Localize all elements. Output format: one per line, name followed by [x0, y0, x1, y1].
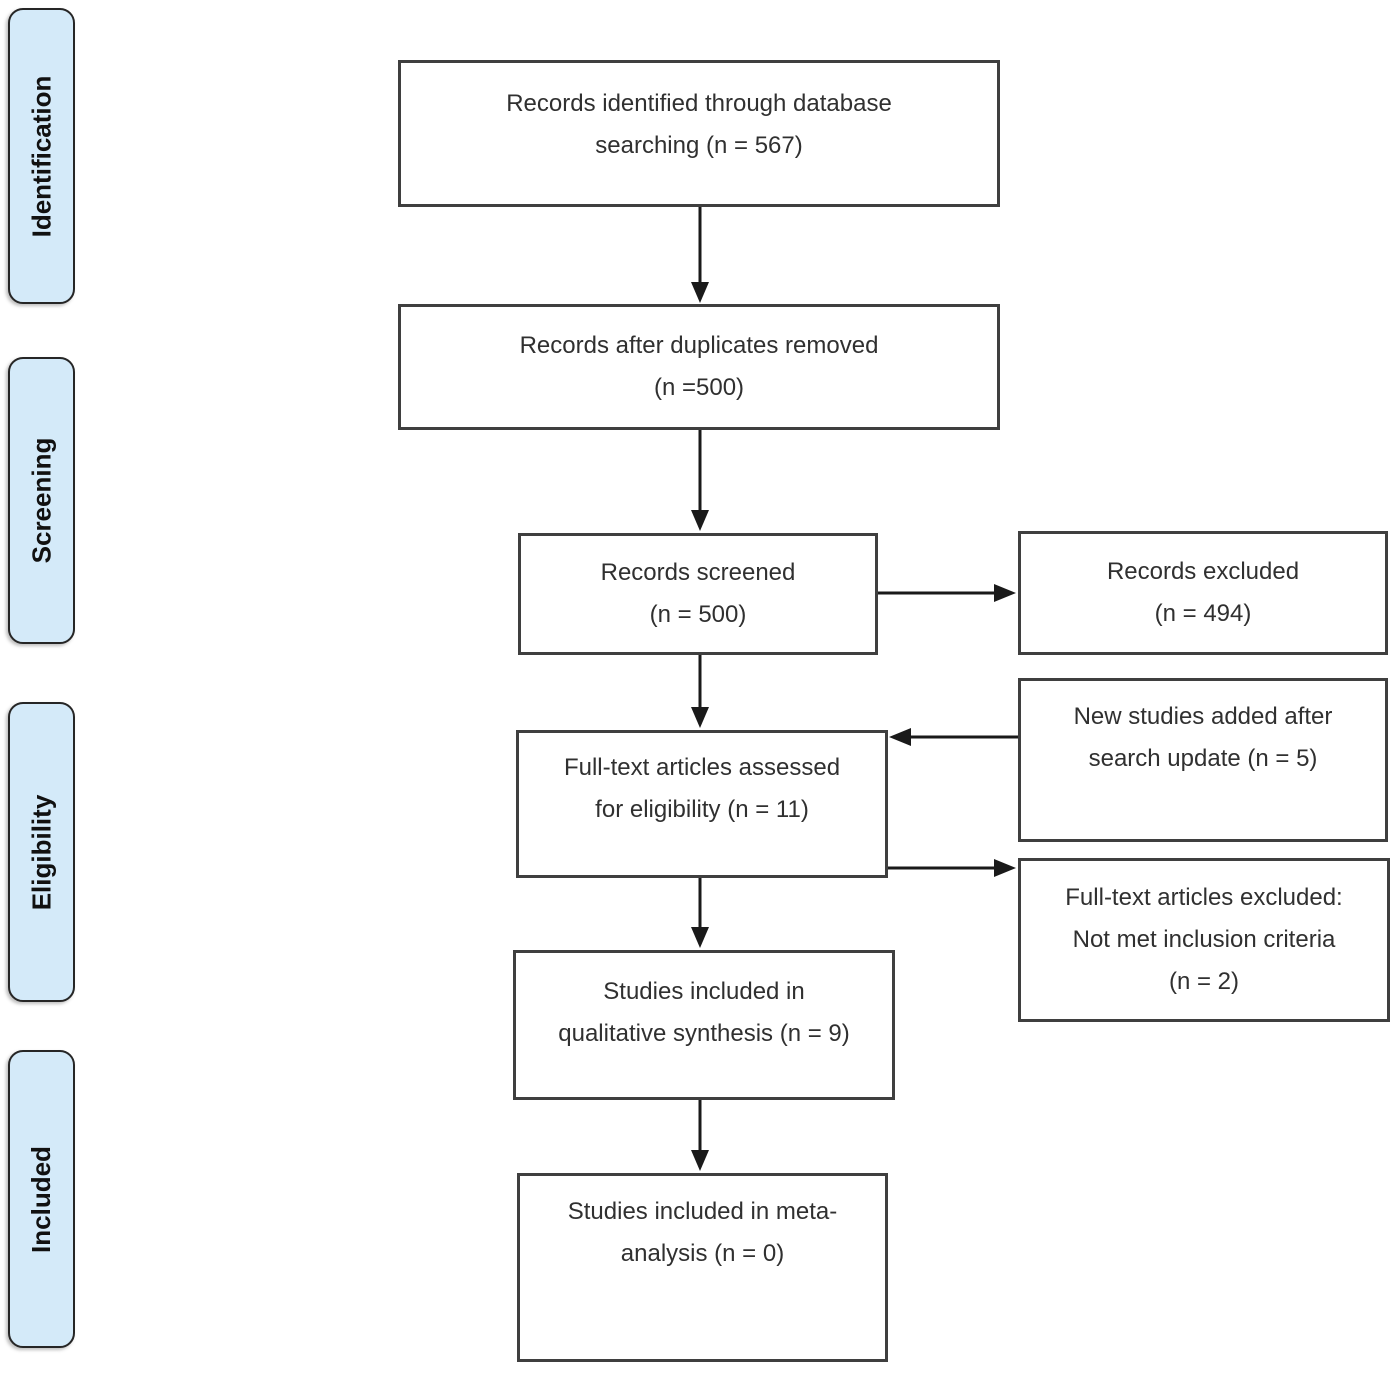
text-line: search update (n = 5)	[1088, 745, 1318, 772]
arrow-newstudies-to-fulltext	[889, 728, 1018, 746]
box-records-screened: Records screened (n = 500)	[518, 533, 878, 655]
box-new-studies-added: New studies added after search update (n…	[1018, 678, 1388, 842]
box-records-identified: Records identified through database sear…	[398, 60, 1000, 207]
text-line: qualitative synthesis (n = 9)	[558, 1020, 850, 1047]
text-line: New studies added after	[1073, 703, 1333, 730]
box-fulltext-assessed: Full-text articles assessed for eligibil…	[516, 730, 888, 878]
box-duplicates-removed: Records after duplicates removed (n =500…	[398, 304, 1000, 430]
text-line: Records identified through database	[506, 89, 892, 117]
text-line: (n = 494)	[1154, 600, 1252, 627]
arrow-identified-to-duplicates	[691, 207, 709, 303]
text-line: Records screened	[600, 559, 796, 586]
stage-label-identification: Identification	[8, 8, 75, 304]
stage-label-text: Screening	[26, 437, 56, 564]
box-meta-analysis: Studies included in meta- analysis (n = …	[517, 1173, 888, 1362]
text-line: Full-text articles assessed	[563, 754, 841, 781]
text-line: for eligibility (n = 11)	[595, 796, 809, 823]
text-line: Records after duplicates removed	[519, 332, 879, 359]
stage-label-text: Identification	[26, 75, 56, 237]
text-line: Studies included in	[603, 978, 805, 1005]
arrow-duplicates-to-screened	[691, 430, 709, 531]
arrow-screened-to-fulltext	[691, 655, 709, 728]
stage-label-eligibility: Eligibility	[8, 702, 75, 1002]
text-line: (n =500)	[653, 374, 745, 401]
text-line: Records excluded	[1106, 558, 1300, 585]
box-fulltext-excluded: Full-text articles excluded: Not met inc…	[1018, 858, 1390, 1022]
stage-label-screening: Screening	[8, 357, 75, 644]
arrow-qualitative-to-meta	[691, 1100, 709, 1171]
box-qualitative-synthesis: Studies included in qualitative synthesi…	[513, 950, 895, 1100]
text-line: (n = 500)	[649, 601, 747, 628]
stage-label-text: Included	[26, 1145, 56, 1253]
text-line: searching (n = 567)	[595, 131, 803, 159]
text-line: Not met inclusion criteria	[1072, 926, 1336, 953]
text-line: analysis (n = 0)	[620, 1239, 785, 1267]
text-line: Full-text articles excluded:	[1065, 884, 1343, 911]
box-records-excluded: Records excluded (n = 494)	[1018, 531, 1388, 655]
text-line: Studies included in meta-	[567, 1197, 838, 1225]
arrow-screened-to-excluded	[878, 584, 1016, 602]
stage-label-text: Eligibility	[26, 794, 57, 910]
arrow-fulltext-to-ftexcluded	[888, 859, 1016, 877]
text-line: (n = 2)	[1168, 968, 1240, 995]
arrow-fulltext-to-qualitative	[691, 878, 709, 948]
stage-label-included: Included	[8, 1050, 75, 1348]
